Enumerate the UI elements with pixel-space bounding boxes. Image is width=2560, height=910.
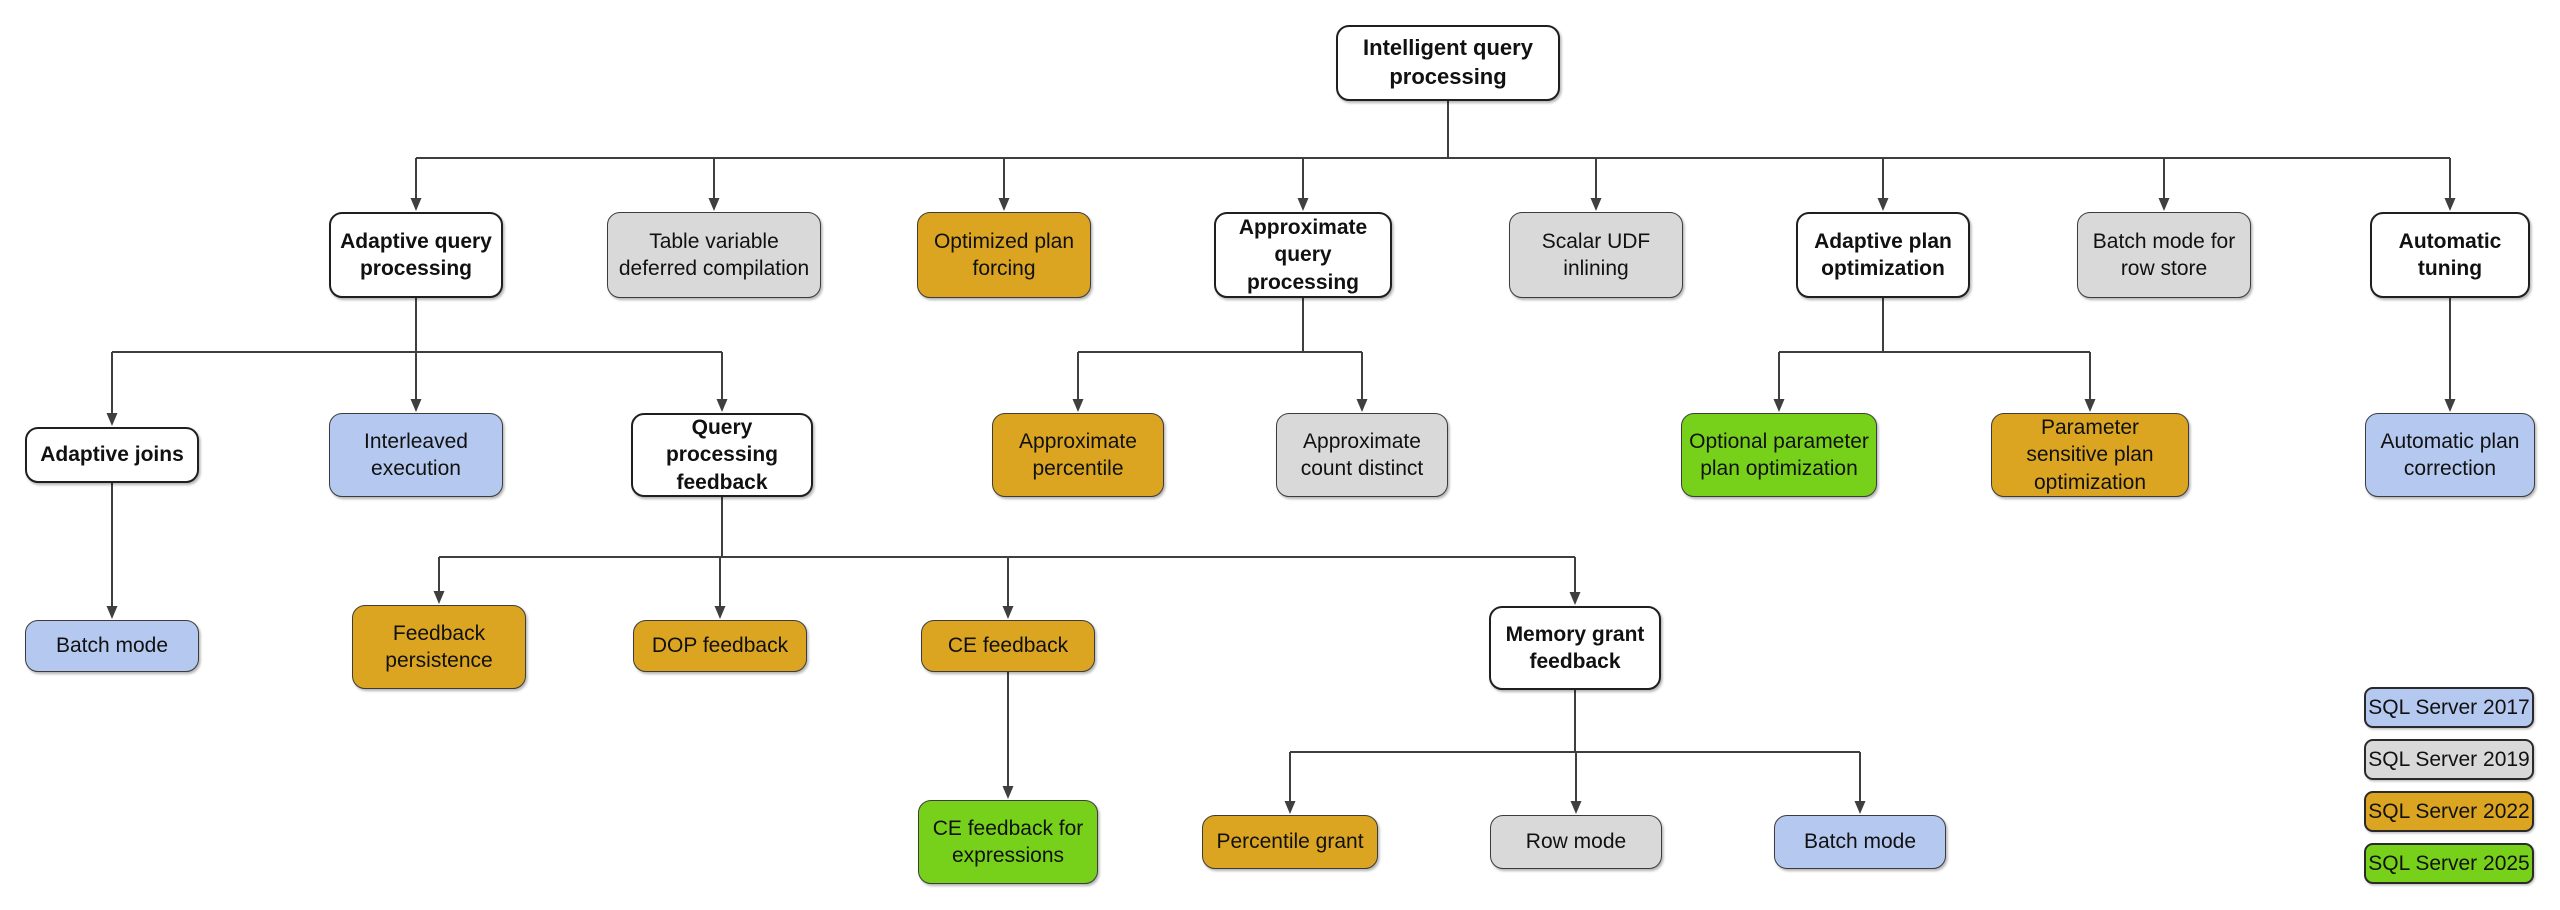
node-adaptive-plan-optimization: Adaptive plan optimization bbox=[1796, 212, 1970, 298]
arrowhead-icon bbox=[1002, 606, 1014, 619]
arrowhead-icon bbox=[708, 198, 720, 211]
node-automatic-tuning: Automatic tuning bbox=[2370, 212, 2530, 298]
arrowhead-icon bbox=[1072, 399, 1084, 412]
arrowhead-icon bbox=[1854, 801, 1866, 814]
legend-item-2022: SQL Server 2022 bbox=[2364, 791, 2534, 832]
arrowhead-icon bbox=[1284, 801, 1296, 814]
arrowhead-icon bbox=[716, 399, 728, 412]
arrowhead-icon bbox=[410, 198, 422, 211]
node-ce-feedback-for-expressions: CE feedback for expressions bbox=[918, 800, 1098, 884]
node-percentile-grant: Percentile grant bbox=[1202, 815, 1378, 869]
node-adaptive-query-processing: Adaptive query processing bbox=[329, 212, 503, 298]
node-interleaved-execution: Interleaved execution bbox=[329, 413, 503, 497]
node-scalar-udf-inlining: Scalar UDF inlining bbox=[1509, 212, 1683, 298]
arrowhead-icon bbox=[1590, 198, 1602, 211]
node-query-processing-feedback: Query processing feedback bbox=[631, 413, 813, 497]
arrowhead-icon bbox=[2444, 399, 2456, 412]
arrowhead-icon bbox=[433, 591, 445, 604]
node-row-mode: Row mode bbox=[1490, 815, 1662, 869]
node-batch-mode-adaptive-joins: Batch mode bbox=[25, 620, 199, 672]
arrowhead-icon bbox=[1569, 592, 1581, 605]
arrowhead-icon bbox=[410, 399, 422, 412]
node-intelligent-query-processing: Intelligent query processing bbox=[1336, 25, 1560, 101]
arrowhead-icon bbox=[714, 606, 726, 619]
node-ce-feedback: CE feedback bbox=[921, 620, 1095, 672]
arrowhead-icon bbox=[1356, 399, 1368, 412]
node-feedback-persistence: Feedback persistence bbox=[352, 605, 526, 689]
arrowhead-icon bbox=[1002, 786, 1014, 799]
legend-item-2025: SQL Server 2025 bbox=[2364, 843, 2534, 884]
arrowhead-icon bbox=[1773, 399, 1785, 412]
node-approximate-query-processing: Approximate query processing bbox=[1214, 212, 1392, 298]
arrowhead-icon bbox=[2444, 198, 2456, 211]
node-approximate-count-distinct: Approximate count distinct bbox=[1276, 413, 1448, 497]
arrowhead-icon bbox=[2158, 198, 2170, 211]
arrowhead-icon bbox=[2084, 399, 2096, 412]
arrowhead-icon bbox=[106, 606, 118, 619]
node-optional-parameter-plan-optimization: Optional parameter plan optimization bbox=[1681, 413, 1877, 497]
arrowhead-icon bbox=[1877, 198, 1889, 211]
node-batch-mode-for-row-store: Batch mode for row store bbox=[2077, 212, 2251, 298]
arrowhead-icon bbox=[106, 413, 118, 426]
legend-item-2017: SQL Server 2017 bbox=[2364, 687, 2534, 728]
node-table-variable-deferred-compilation: Table variable deferred compilation bbox=[607, 212, 821, 298]
arrowhead-icon bbox=[1570, 801, 1582, 814]
node-adaptive-joins: Adaptive joins bbox=[25, 427, 199, 483]
node-automatic-plan-correction: Automatic plan correction bbox=[2365, 413, 2535, 497]
arrowhead-icon bbox=[1297, 198, 1309, 211]
node-batch-mode-memory-grant: Batch mode bbox=[1774, 815, 1946, 869]
node-memory-grant-feedback: Memory grant feedback bbox=[1489, 606, 1661, 690]
legend-item-2019: SQL Server 2019 bbox=[2364, 739, 2534, 780]
node-parameter-sensitive-plan-optimization: Parameter sensitive plan optimization bbox=[1991, 413, 2189, 497]
node-optimized-plan-forcing: Optimized plan forcing bbox=[917, 212, 1091, 298]
arrowhead-icon bbox=[998, 198, 1010, 211]
node-approximate-percentile: Approximate percentile bbox=[992, 413, 1164, 497]
node-dop-feedback: DOP feedback bbox=[633, 620, 807, 672]
